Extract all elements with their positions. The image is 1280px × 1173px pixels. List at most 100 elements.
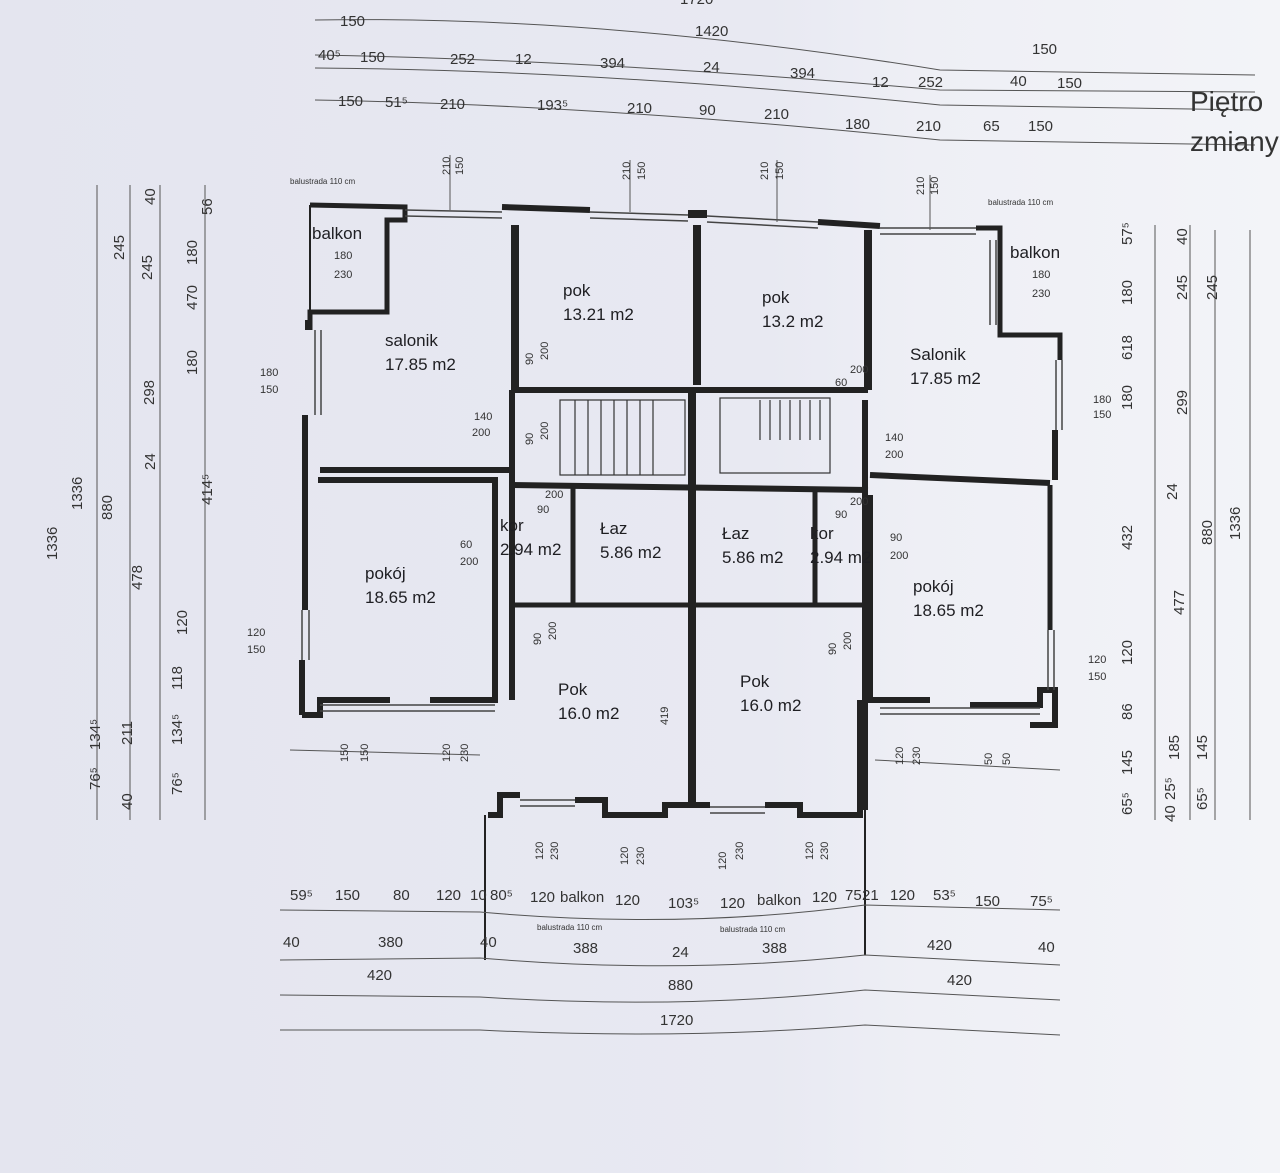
dimension-label: 57⁵: [1119, 222, 1136, 245]
dimension-label: 1720: [660, 1012, 694, 1029]
dimension-label: 880: [99, 494, 116, 520]
opening-dimension: 200: [890, 550, 909, 562]
dimension-label: 299: [1174, 389, 1191, 415]
dimension-label: 432: [1119, 524, 1136, 550]
dimension-label: 120: [174, 609, 191, 635]
balcony-dimension: 230: [334, 269, 353, 281]
opening-dimension: 150: [260, 384, 279, 396]
opening-dimension: 120: [247, 627, 266, 639]
dimension-label: 1336: [44, 526, 61, 560]
dimension-label: 118: [169, 666, 186, 690]
dimension-label: 150: [1057, 75, 1083, 92]
opening-dimension: 150: [774, 161, 786, 180]
dimension-label: 134⁵: [87, 718, 104, 750]
opening-dimension: 230: [459, 743, 471, 762]
dimension-label: 134⁵: [169, 713, 186, 745]
dimension-label: 80: [393, 887, 410, 904]
dimension-label: 65⁵: [1194, 787, 1211, 810]
balustrade-note: balustrada 110 cm: [537, 923, 603, 932]
dimension-label: 75⁵: [1030, 893, 1053, 910]
room-name: Łaz: [600, 519, 628, 538]
opening-dimension: 150: [929, 176, 941, 195]
dimension-label: 420: [947, 972, 973, 989]
floor-subtitle: zmiany: [1190, 126, 1279, 157]
dimension-label: 180: [184, 239, 201, 265]
dimension-label: 1336: [69, 476, 86, 510]
opening-dimension: 140: [474, 411, 493, 423]
dimension-label: 210: [764, 106, 790, 123]
dimension-label: 394: [600, 55, 626, 72]
dimension-label: 40: [1038, 939, 1055, 956]
opening-dimension: 140: [885, 432, 904, 444]
opening-dimension: 90: [524, 432, 536, 445]
dimension-label: 76⁵: [169, 772, 186, 795]
dimension-label: 21: [862, 887, 879, 904]
opening-dimension: 200: [885, 449, 904, 461]
balcony-label: balkon: [757, 892, 802, 909]
dimension-label: 150: [1028, 118, 1054, 135]
dimension-label: 40: [1162, 805, 1179, 822]
dimension-label: 24: [1164, 483, 1181, 500]
opening-dimension: 150: [247, 644, 266, 656]
opening-dimension: 120: [619, 846, 631, 865]
dimension-label: 40: [119, 793, 136, 810]
room-name: balkon: [312, 224, 363, 243]
balustrade-note: balustrada 110 cm: [290, 177, 356, 186]
room-name: Pok: [558, 680, 588, 699]
room-area: 2.94 m2: [500, 540, 562, 559]
opening-dimension: 180: [1093, 394, 1112, 406]
room-name: Łaz: [722, 524, 750, 543]
opening-dimension: 120: [717, 851, 729, 870]
dimension-label: 40: [1010, 73, 1027, 90]
dimension-label: 1336: [1227, 506, 1244, 540]
dimension-label: 120: [530, 889, 556, 906]
opening-dimension: 210: [915, 176, 927, 195]
opening-dimension: 419: [659, 706, 671, 725]
opening-dimension: 90: [827, 642, 839, 655]
dimension-label: 618: [1119, 334, 1136, 360]
dimension-label: 40: [283, 934, 300, 951]
opening-dimension: 200: [842, 631, 854, 650]
opening-dimension: 150: [339, 743, 351, 762]
opening-dimension: 230: [635, 846, 647, 865]
dimension-label: 252: [918, 74, 944, 91]
room-name: salonik: [385, 331, 438, 350]
balustrade-note: balustrada 110 cm: [720, 925, 786, 934]
opening-dimension: 90: [890, 532, 903, 544]
dimension-label: 414⁵: [199, 473, 216, 505]
opening-dimension: 200: [472, 427, 491, 439]
opening-dimension: 60: [835, 377, 848, 389]
dimension-label: 145: [1119, 749, 1136, 775]
room-name: Salonik: [910, 345, 966, 364]
dimension-label: 86: [1119, 703, 1136, 720]
room-area: 2.94 m2: [810, 548, 872, 567]
dimension-label: 1720: [680, 0, 713, 7]
dimension-label: 880: [1199, 519, 1216, 545]
dimension-label: 75: [845, 887, 862, 904]
dimension-label: 25⁵: [1162, 777, 1179, 800]
dimension-label: 478: [129, 564, 146, 590]
opening-dimension: 90: [524, 352, 536, 365]
dimension-label: 298: [141, 379, 158, 405]
room-area: 17.85 m2: [910, 369, 981, 388]
dimension-label: 51⁵: [385, 94, 408, 111]
room-name: pokój: [365, 564, 406, 583]
opening-dimension: 200: [460, 556, 479, 568]
dimension-label: 65: [983, 118, 1000, 135]
dimension-label: 120: [615, 892, 641, 909]
dimension-label: 420: [927, 937, 953, 954]
dimension-label: 150: [975, 893, 1001, 910]
dimension-label: 40: [142, 188, 159, 205]
dimension-lines: [96, 19, 1256, 1036]
dimension-label: 388: [762, 940, 788, 957]
opening-dimension: 150: [1088, 671, 1107, 683]
room-name: pokój: [913, 577, 954, 596]
dimension-label: 180: [1119, 279, 1136, 305]
dimension-label: 185: [1166, 734, 1183, 760]
dimension-label: 150: [360, 49, 386, 66]
opening-dimension: 150: [1093, 409, 1112, 421]
dimension-label: 150: [1032, 41, 1058, 58]
opening-dimension: 230: [819, 841, 831, 860]
dimension-label: 380: [378, 934, 404, 951]
dimension-label: 40: [480, 934, 497, 951]
